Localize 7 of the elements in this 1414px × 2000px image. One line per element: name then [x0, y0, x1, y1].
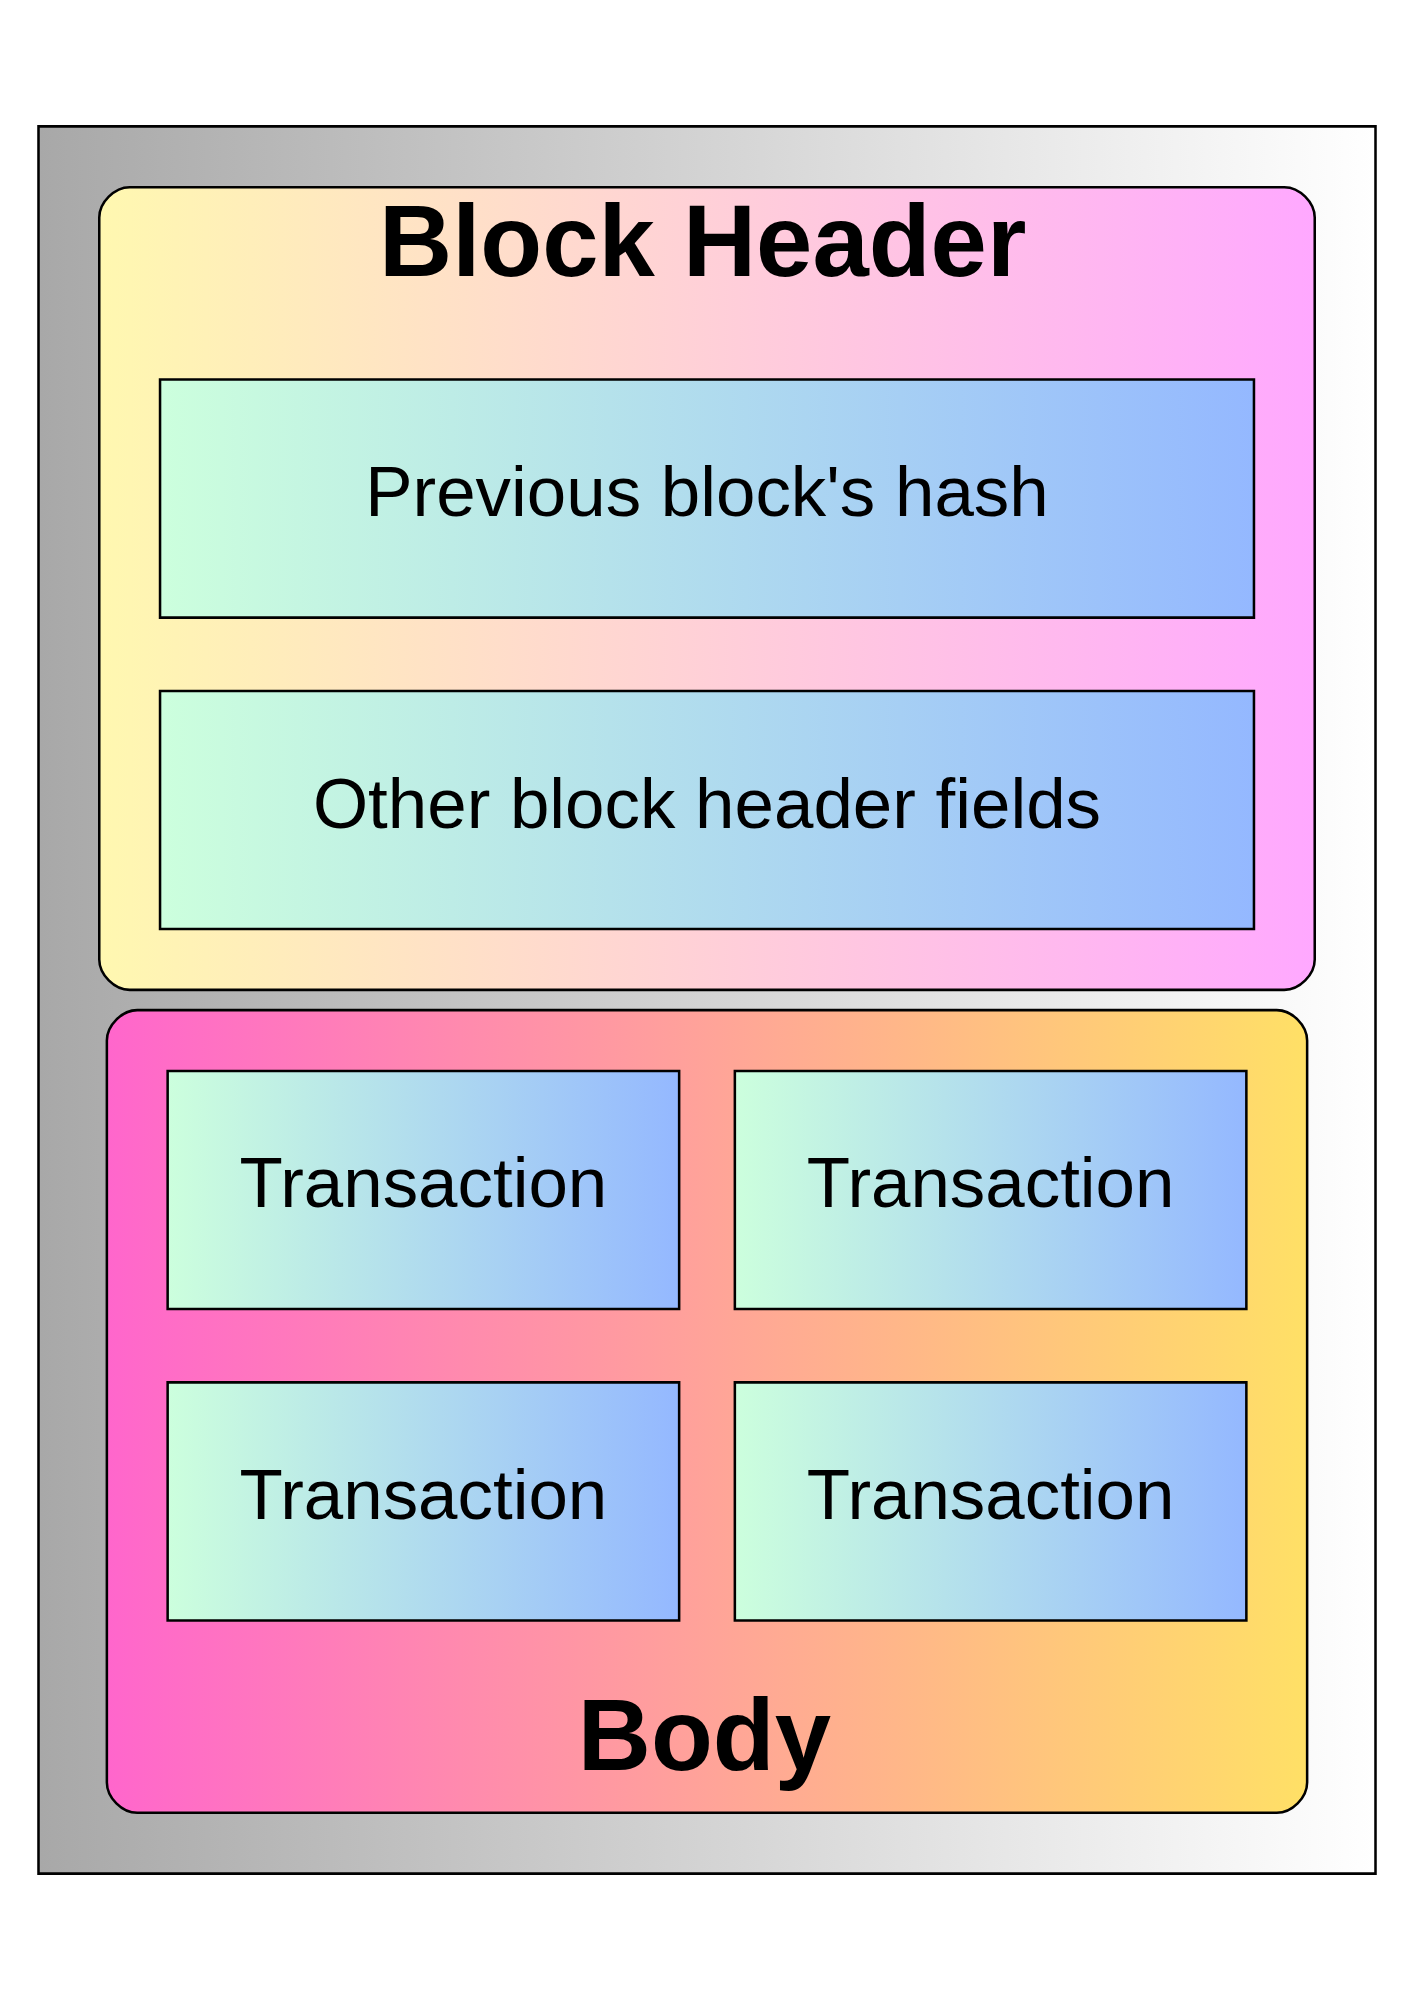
node-box: Transaction — [166, 1069, 681, 1311]
node-box: Previous block's hash — [158, 378, 1256, 619]
node-box: Other block header fields — [158, 689, 1256, 931]
node-box: Transaction — [166, 1381, 681, 1622]
node-box: Transaction — [733, 1381, 1248, 1622]
node-box: Transaction — [733, 1069, 1248, 1311]
cluster — [37, 125, 1377, 1875]
